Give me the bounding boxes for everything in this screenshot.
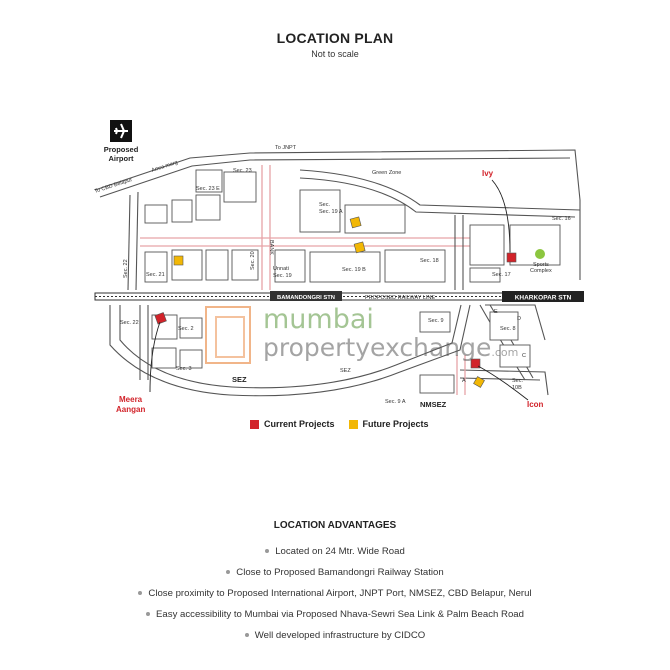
future-project-marker <box>349 216 362 229</box>
advantage-item: Easy accessibility to Mumbai via Propose… <box>0 604 670 625</box>
location-advantages: LOCATION ADVANTAGES Located on 24 Mtr. W… <box>0 520 670 646</box>
sec-23e-label: Sec. 23 E <box>196 186 220 192</box>
sector-c-label: C <box>522 353 526 359</box>
green-zone-label: Green Zone <box>372 170 401 176</box>
sports-complex-label-2: Complex <box>530 268 552 274</box>
advantages-list: Located on 24 Mtr. Wide Road Close to Pr… <box>0 541 670 646</box>
future-project-marker <box>173 255 184 266</box>
proposed-railway-label: PROPOSED RAILWAY LINE <box>365 295 435 301</box>
bullet-icon <box>265 549 270 554</box>
kharkopar-station-label: KHARKOPAR STN <box>515 295 572 302</box>
current-project-marker-ivy <box>506 252 517 263</box>
meera-aangan-label: Meera <box>119 395 143 404</box>
legend-current: Current Projects <box>250 419 335 429</box>
current-project-marker-meera-aangan <box>154 312 167 325</box>
advantage-item: Close to Proposed Bamandongri Railway St… <box>0 562 670 583</box>
sector-d-label: D <box>517 316 521 322</box>
sports-complex-marker <box>535 249 545 259</box>
ivy-label: Ivy <box>482 169 494 178</box>
bullet-icon <box>138 591 143 596</box>
sec-23-label: Sec. 23 <box>233 168 252 174</box>
unnati-label: Unnati <box>273 266 289 272</box>
legend-future: Future Projects <box>348 419 429 429</box>
sec-8-label: Sec. 8 <box>500 326 516 332</box>
bullet-icon <box>226 570 231 575</box>
sec-2-label: Sec. 2 <box>178 326 194 332</box>
map-legend: Current Projects Future Projects <box>250 419 429 429</box>
sec-19a-label: Sec. 19 A <box>319 209 343 215</box>
sec-22-bottom-label: Sec. 22 <box>120 320 139 326</box>
future-project-marker <box>353 241 366 254</box>
bank-label: BANK <box>268 240 274 255</box>
sec-17-label: Sec. 17 <box>492 272 511 278</box>
unnati-sec-label: Sec. 19 <box>273 273 292 279</box>
sec-19b-label: Sec. 19 B <box>342 267 366 273</box>
page-title: LOCATION PLAN <box>276 30 394 46</box>
icon-project-label: Icon <box>527 400 544 409</box>
sec-22-top-label: Sec. 22 <box>123 259 129 278</box>
sports-complex-label: Sports <box>533 262 549 268</box>
future-project-marker <box>473 376 485 388</box>
airport-label-2: Airport <box>109 154 135 163</box>
sec-16-label: Sec. 16 <box>552 216 571 222</box>
airplane-icon <box>110 120 132 142</box>
sector-e-label: E <box>494 309 498 315</box>
meera-aangan-label-2: Aangan <box>116 405 145 414</box>
lower-road-network <box>109 304 549 397</box>
sec-19a-label-1: Sec. <box>319 202 330 208</box>
upper-road-network <box>94 149 581 291</box>
sec-9-label: Sec. 9 <box>428 318 444 324</box>
advantage-item: Well developed infrastructure by CIDCO <box>0 625 670 646</box>
legend-future-swatch <box>348 419 358 429</box>
sec-3-label: Sec. 3 <box>176 366 192 372</box>
sector-a-label: A <box>462 378 466 384</box>
sez-label: SEZ <box>232 375 247 384</box>
current-project-marker-icon <box>470 358 481 369</box>
advantage-item: Close proximity to Proposed Internationa… <box>0 583 670 604</box>
sez-small-label: SEZ <box>340 368 351 374</box>
bamandongri-station-label: BAMANDONGRI STN <box>277 295 335 301</box>
sec-20-label: Sec. 20 <box>250 251 256 270</box>
upper-blocks <box>144 169 561 283</box>
sec-10b-label-2: 10B <box>512 385 522 391</box>
advantage-item: Located on 24 Mtr. Wide Road <box>0 541 670 562</box>
bullet-icon <box>146 612 151 617</box>
sec-18-label: Sec. 18 <box>420 258 439 264</box>
sec-9a-label: Sec. 9 A <box>385 399 406 405</box>
airport-label: Proposed <box>104 145 139 154</box>
advantages-heading: LOCATION ADVANTAGES <box>273 520 397 531</box>
bullet-icon <box>244 633 249 638</box>
legend-current-swatch <box>250 419 259 429</box>
to-jnpt-label: To JNPT <box>275 145 297 151</box>
page-subtitle: Not to scale <box>311 49 359 59</box>
sec-21-label: Sec. 21 <box>146 272 165 278</box>
railway-line: BAMANDONGRI STN PROPOSED RAILWAY LINE KH… <box>94 291 584 302</box>
nmsez-label: NMSEZ <box>420 400 447 409</box>
sec-10b-label: Sec. <box>512 378 523 384</box>
